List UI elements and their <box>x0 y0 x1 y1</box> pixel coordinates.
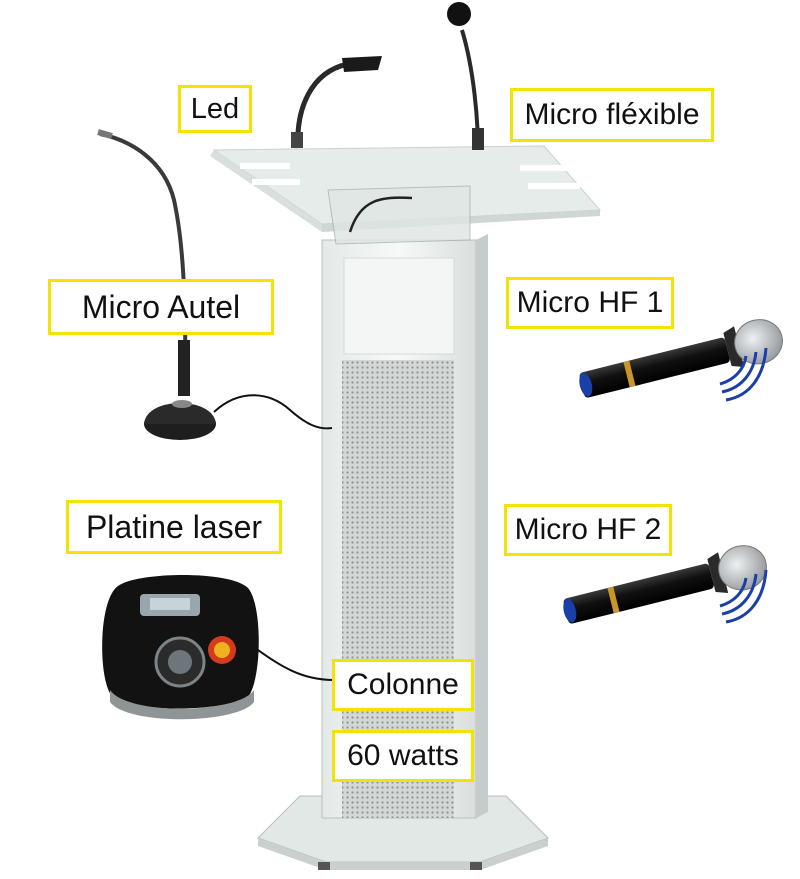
label-micro-hf2: Micro HF 2 <box>504 504 672 556</box>
label-watts: 60 watts <box>332 730 474 782</box>
gooseneck-microphone-icon <box>447 2 484 151</box>
label-led: Led <box>178 85 252 133</box>
cd-player-icon <box>102 575 259 720</box>
signal-waves-icon <box>719 569 768 624</box>
label-micro-autel: Micro Autel <box>48 279 274 335</box>
signal-waves-icon <box>719 347 768 402</box>
autel-cable <box>213 394 333 430</box>
lectern-desk <box>210 145 602 245</box>
label-micro-flexible: Micro fléxible <box>510 88 714 142</box>
label-platine-laser: Platine laser <box>66 500 282 554</box>
led-lamp-icon <box>291 56 382 149</box>
wireless-microphone-icon <box>579 319 783 398</box>
laser-cable <box>257 649 335 681</box>
label-micro-hf1: Micro HF 1 <box>506 277 674 329</box>
label-colonne: Colonne <box>332 659 474 711</box>
